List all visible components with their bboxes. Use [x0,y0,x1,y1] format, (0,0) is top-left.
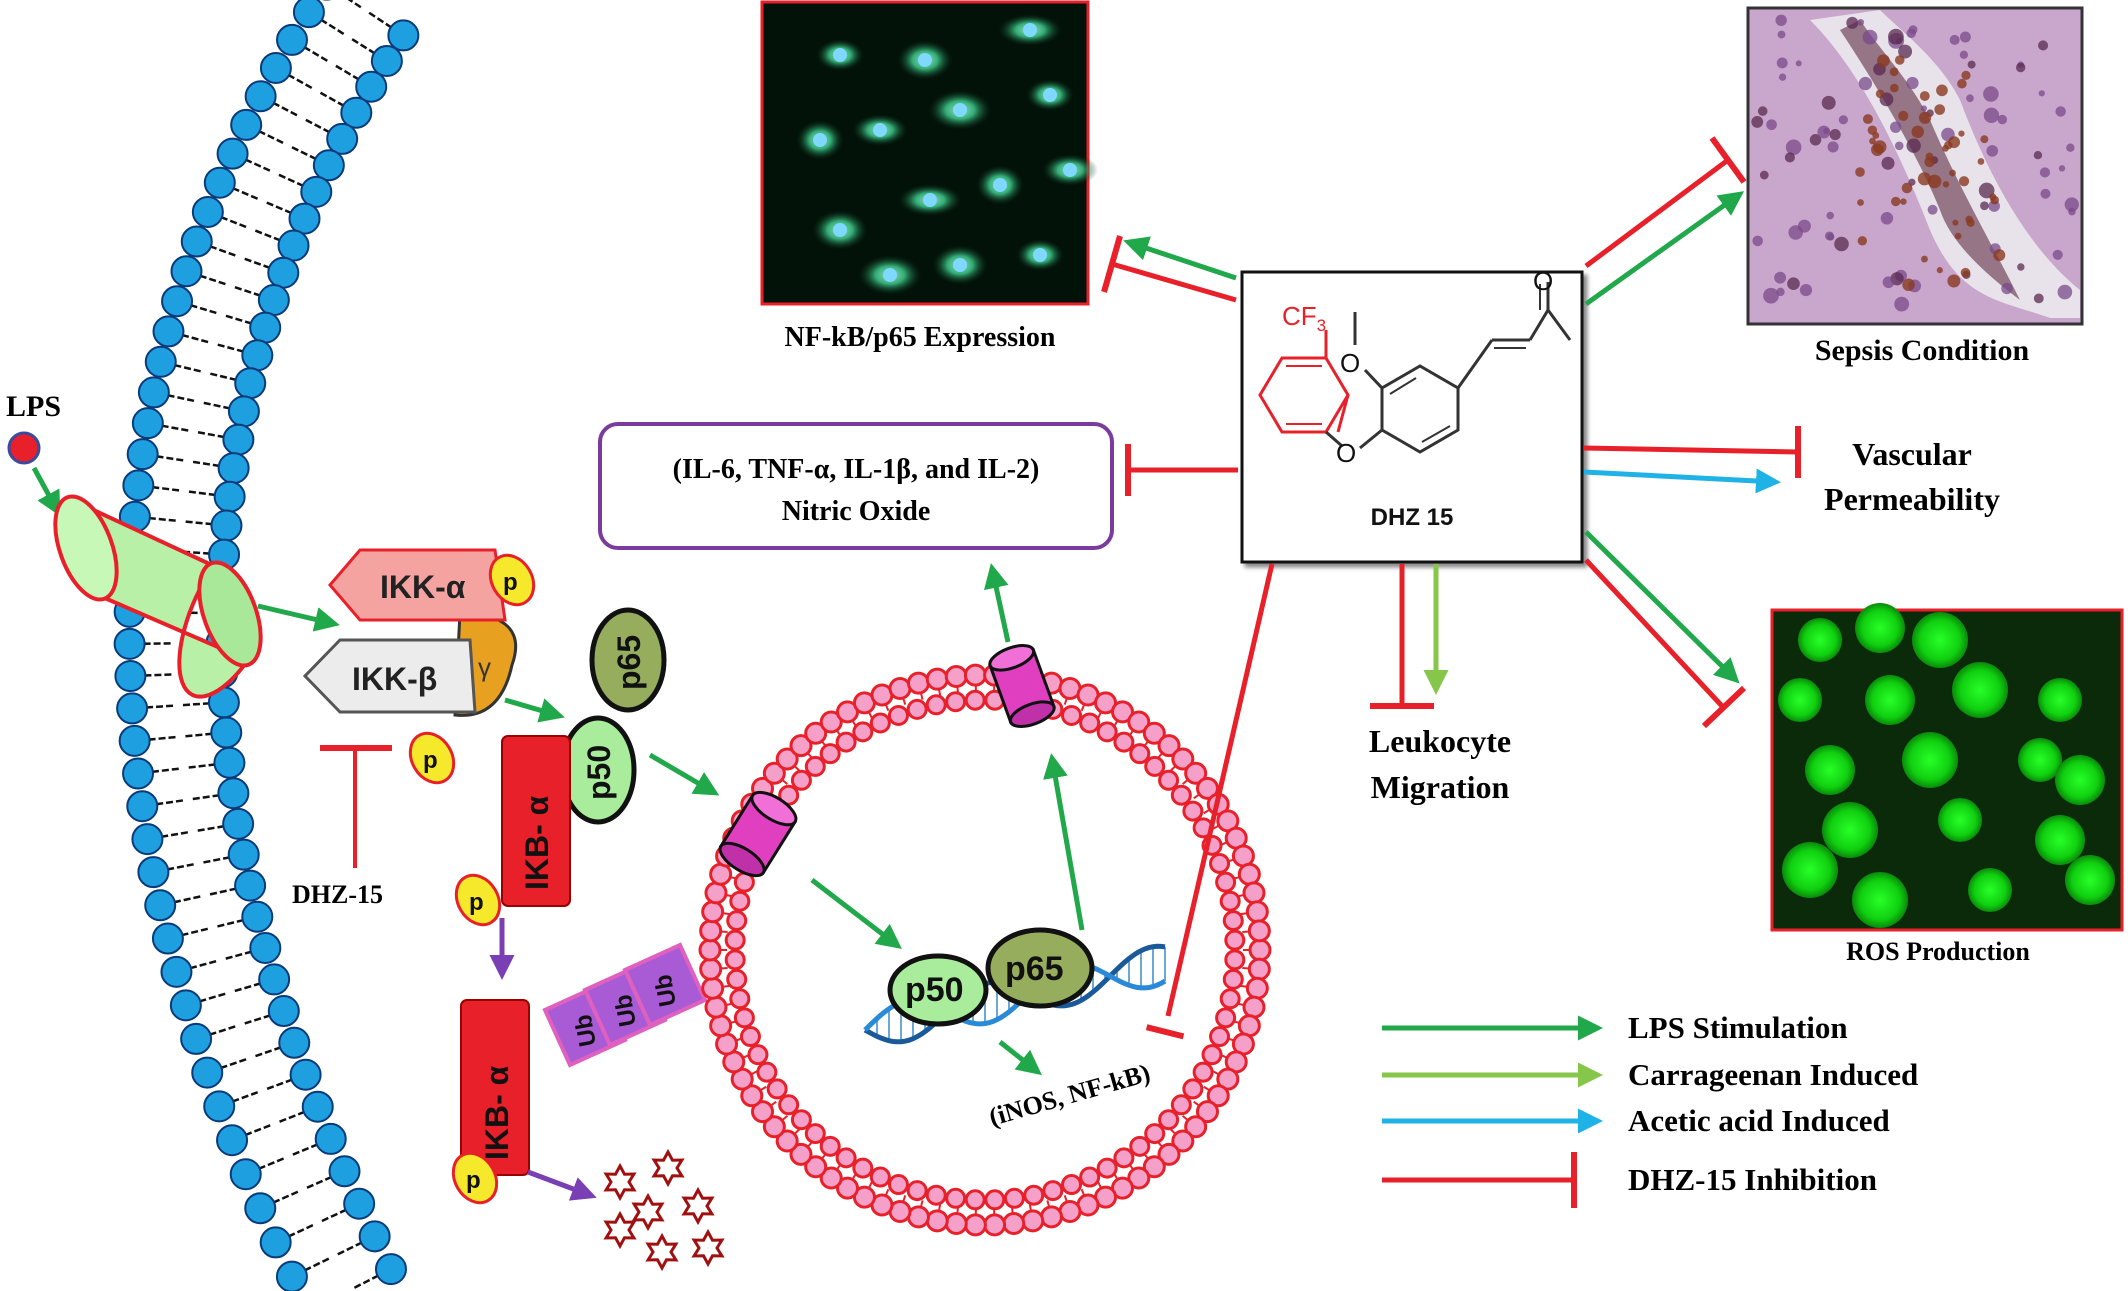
ros-production-label: ROS Production [1846,937,2030,966]
sepsis-condition-label: Sepsis Condition [1815,334,2030,367]
nuclear-p50-subunit [887,953,989,1027]
phospho-group-icon [408,731,456,785]
ketone-oxygen-label: O [1533,266,1553,296]
legend-item: Carrageenan Induced [1382,1057,1918,1092]
dhz15-label: DHZ-15 [292,880,383,909]
translocation-arrow [810,878,902,950]
ikk-complex: γ IKK-α IKK-β p p [302,548,536,785]
to-cytokines-arrow [984,563,1011,643]
dhz15-ikk-inhibition [320,745,392,868]
ikk-beta-label: IKK-β [352,661,437,697]
lps-arrow [31,466,61,517]
degradation-arrow [527,1169,597,1201]
transcription-arrow [998,1040,1042,1076]
ikk-to-nfkb-arrow [504,697,565,723]
nfkb-to-nucleus-arrow [648,752,720,796]
ikk-alpha-subunit [328,548,507,622]
dhz15-effect-arrows [1101,136,1801,1040]
compound-name-label: DHZ 15 [1371,504,1454,531]
p65-label: p65 [611,635,647,690]
ikk-beta-subunit [302,638,477,714]
ikk-alpha-label: IKK-α [380,569,466,605]
inos-label: (iNOS, NF-kB) [986,1058,1154,1132]
cytokines-label: (IL-6, TNF-α, IL-1β, and IL-2) [673,454,1040,485]
ros-micrograph [1770,603,2124,932]
nuclear-p65-subunit [985,927,1095,1009]
migration-label: Migration [1371,769,1510,805]
tlr-to-ikk-arrow [257,603,340,632]
phospho-label: p [503,569,518,596]
p65-subunit [589,607,667,713]
lps-molecule-icon [7,431,41,465]
ikb-alpha-label: IKB- α [519,795,555,890]
nucleus-export-arrow [1043,753,1085,931]
nfkb-expression-label: NF-kB/p65 Expression [785,322,1056,353]
vascular-label: Vascular [1852,436,1972,472]
legend-label: Carrageenan Induced [1628,1057,1918,1092]
nfkb-micrograph [760,0,1098,306]
p50-label: p50 [905,971,964,1009]
legend-label: LPS Stimulation [1628,1010,1848,1045]
nfkb-ikb-complex: p65 p50 IKB- α p [454,607,667,927]
legend-item: LPS Stimulation [1382,1010,1848,1045]
ikb-alpha-protein [501,735,571,907]
legend-label: DHZ-15 Inhibition [1628,1162,1877,1197]
p65-label: p65 [1005,950,1064,988]
phospho-label: p [469,889,484,916]
ub-label: Ub [650,972,682,1008]
p50-label: p50 [581,745,617,800]
lps-label: LPS [6,390,61,423]
legend-item: Acetic acid Induced [1382,1103,1890,1138]
methoxy-oxygen-label: O [1340,348,1360,378]
nitric-oxide-label: Nitric Oxide [782,496,931,527]
cytokine-box [598,422,1114,550]
legend-item: DHZ-15 Inhibition [1382,1152,1877,1208]
ubiquitin-chain: Ub Ub Ub [542,942,708,1068]
tlr-receptor-icon [53,494,263,699]
leukocyte-label: Leukocyte [1369,723,1511,759]
dhz15-compound-box: CF3 O O O DHZ 15 [1240,266,1584,564]
phospho-label: p [423,747,438,774]
ether-oxygen-label: O [1336,438,1356,468]
phospho-label: p [466,1167,481,1194]
ubiquitinated-ikb: IKB- α Ub Ub Ub p [451,942,708,1205]
phospho-group-icon [488,553,536,607]
sepsis-micrograph [1746,6,2084,326]
phospho-group-icon [451,1151,499,1205]
cf3-label: CF3 [1282,301,1326,335]
phospho-group-icon [454,873,502,927]
cell-membrane-bilayer [113,0,420,1291]
nuclear-pore-icon [718,790,798,878]
permeability-label: Permeability [1824,481,2000,517]
legend-label: Acetic acid Induced [1628,1103,1890,1138]
ikk-gamma-label: γ [478,652,491,682]
ikb-alpha-label: IKB- α [479,1065,515,1160]
proteasome-degradation-icon [603,1148,725,1272]
nuclear-pore-icon [988,644,1056,728]
